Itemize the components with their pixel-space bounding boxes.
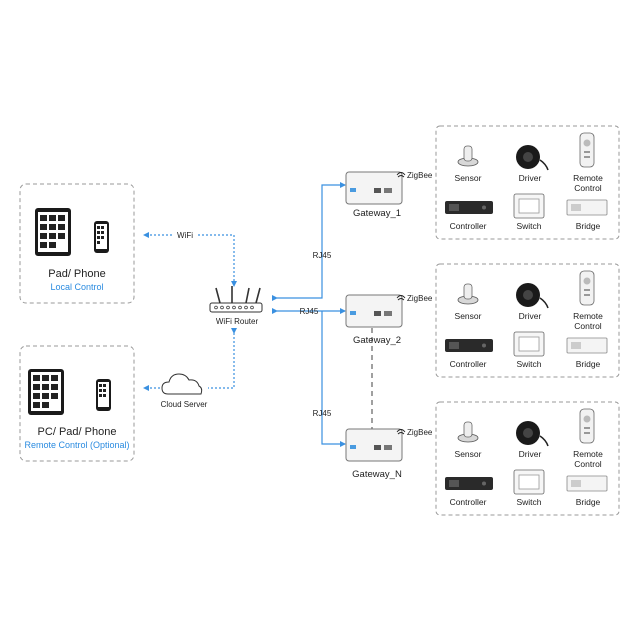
- bridge-icon: [566, 337, 608, 354]
- bridge-label: Bridge: [576, 221, 601, 231]
- tablet-icon: [28, 369, 64, 415]
- wifi-link: WiFi: [143, 231, 237, 287]
- gateway-device-icon: [345, 171, 403, 205]
- switch-icon: [513, 469, 545, 495]
- driver-icon: [516, 283, 549, 309]
- zigbee-label: ZigBee: [407, 171, 433, 180]
- bridge-label: Bridge: [576, 359, 601, 369]
- driver-icon: [516, 421, 549, 447]
- zigbee-icon: [396, 429, 406, 435]
- sensor-label: Sensor: [455, 449, 482, 459]
- zigbee-device-box: Sensor Driver Remote Control Controller …: [435, 125, 620, 240]
- remote-control-box: PC/ Pad/ Phone Remote Control (Optional): [19, 345, 135, 462]
- rj45-label-1: RJ45: [313, 251, 332, 260]
- remote-label-line2: Control: [574, 459, 602, 469]
- remote-label: Remote: [573, 449, 603, 459]
- gateway-group: ZigBee Gateway_1: [345, 171, 433, 219]
- controller-label: Controller: [450, 497, 487, 507]
- local-control-box: Pad/ Phone Local Control: [19, 183, 135, 304]
- remote-subtitle: Remote Control (Optional): [24, 440, 129, 450]
- driver-label: Driver: [519, 173, 542, 183]
- switch-label: Switch: [516, 497, 541, 507]
- sensor-label: Sensor: [455, 311, 482, 321]
- rj45-label-3: RJ45: [313, 409, 332, 418]
- tablet-icon: [35, 208, 71, 256]
- local-title: Pad/ Phone: [48, 268, 106, 280]
- sensor-icon: [457, 283, 479, 305]
- gateway-group: ZigBee Gateway_2: [345, 294, 433, 346]
- driver-icon: [516, 145, 549, 171]
- bridge-icon: [566, 199, 608, 216]
- zigbee-device-box: Sensor Driver Remote Control Controller …: [435, 401, 620, 516]
- gateway-name: Gateway_N: [352, 469, 402, 480]
- switch-label: Switch: [516, 359, 541, 369]
- zigbee-label: ZigBee: [407, 294, 433, 303]
- gateway-device-icon: [345, 428, 403, 462]
- zigbee-device-box: Sensor Driver Remote Control Controller …: [435, 263, 620, 378]
- zigbee-label: ZigBee: [407, 428, 433, 437]
- switch-icon: [513, 331, 545, 357]
- controller-label: Controller: [450, 221, 487, 231]
- router-label: WiFi Router: [216, 317, 259, 326]
- wifi-label: WiFi: [177, 231, 193, 240]
- remote-icon: [579, 408, 595, 444]
- remote-label: Remote: [573, 173, 603, 183]
- sensor-label: Sensor: [455, 173, 482, 183]
- phone-icon: [94, 221, 109, 253]
- controller-icon: [445, 477, 493, 490]
- gateway-device-icon: [345, 294, 403, 328]
- gateway-name: Gateway_1: [353, 208, 401, 219]
- zigbee-icon: [396, 172, 406, 178]
- cloud-icon: [161, 373, 203, 395]
- driver-label: Driver: [519, 311, 542, 321]
- remote-title: PC/ Pad/ Phone: [38, 426, 117, 438]
- remote-label: Remote: [573, 311, 603, 321]
- bridge-icon: [566, 475, 608, 492]
- rj45-label-2: RJ45: [300, 307, 319, 316]
- switch-icon: [513, 193, 545, 219]
- cloud-link: Cloud Server: [143, 328, 237, 409]
- controller-icon: [445, 339, 493, 352]
- cloud-label: Cloud Server: [161, 400, 208, 409]
- remote-label-line2: Control: [574, 183, 602, 193]
- gateway-name: Gateway_2: [353, 335, 401, 346]
- controller-icon: [445, 201, 493, 214]
- rj45-links: RJ45 RJ45 RJ45: [272, 182, 373, 447]
- sensor-icon: [457, 145, 479, 167]
- sensor-icon: [457, 421, 479, 443]
- switch-label: Switch: [516, 221, 541, 231]
- controller-label: Controller: [450, 359, 487, 369]
- remote-label-line2: Control: [574, 321, 602, 331]
- router: WiFi Router: [209, 286, 263, 326]
- remote-icon: [579, 270, 595, 306]
- zigbee-icon: [396, 295, 406, 301]
- local-subtitle: Local Control: [50, 282, 103, 292]
- gateway-group: ZigBee Gateway_N: [345, 428, 433, 480]
- bridge-label: Bridge: [576, 497, 601, 507]
- driver-label: Driver: [519, 449, 542, 459]
- phone-icon: [96, 379, 111, 411]
- remote-icon: [579, 132, 595, 168]
- router-icon: [209, 286, 263, 313]
